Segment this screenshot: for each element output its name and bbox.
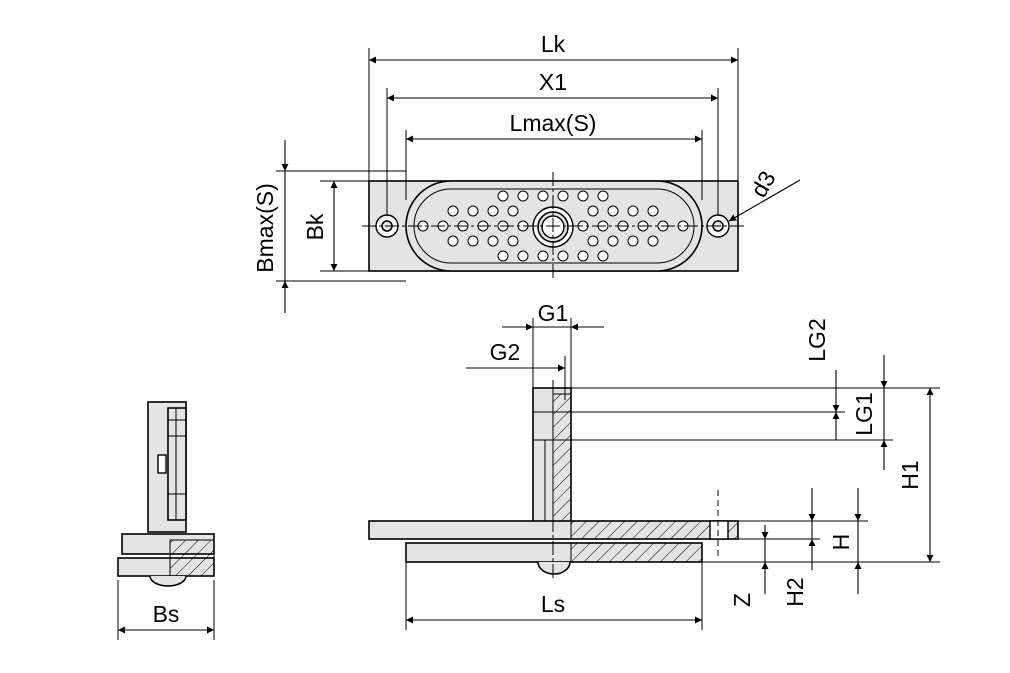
suction-hole — [647, 205, 659, 217]
label-h: H — [828, 534, 854, 551]
suction-hole — [507, 235, 519, 247]
suction-hole — [597, 250, 609, 262]
label-lmax: Lmax(S) — [510, 110, 597, 136]
front-plate-hatch — [570, 520, 739, 540]
dim-d3-leader — [728, 179, 801, 222]
label-bmax: Bmax(S) — [252, 183, 278, 272]
label-g1: G1 — [538, 300, 569, 326]
label-g2: G2 — [490, 339, 521, 365]
suction-hole — [467, 235, 479, 247]
top-view — [362, 172, 745, 280]
label-z: Z — [729, 593, 755, 607]
front-connector-hatch — [552, 393, 572, 533]
label-x1: X1 — [539, 69, 567, 95]
suction-hole — [557, 190, 569, 202]
suction-hole — [607, 205, 619, 217]
suction-hole — [537, 190, 549, 202]
suction-hole — [517, 190, 529, 202]
suction-hole — [447, 205, 459, 217]
suction-hole — [627, 235, 639, 247]
label-bk: Bk — [302, 213, 328, 240]
suction-hole — [497, 250, 509, 262]
suction-hole — [517, 250, 529, 262]
suction-hole — [467, 205, 479, 217]
label-h1: H1 — [897, 460, 923, 489]
label-ls: Ls — [541, 591, 565, 617]
suction-hole — [587, 235, 599, 247]
suction-hole — [627, 205, 639, 217]
suction-hole — [487, 205, 499, 217]
suction-hole — [487, 235, 499, 247]
suction-hole — [577, 190, 589, 202]
front-section-view: G1 G2 LG2 LG1 H1 H H2 Z Ls — [368, 300, 940, 630]
suction-hole — [537, 250, 549, 262]
label-h2: H2 — [782, 577, 808, 606]
side-slot — [157, 454, 167, 474]
label-lg1: LG1 — [851, 392, 877, 435]
label-lk: Lk — [541, 31, 566, 57]
suction-hole — [607, 235, 619, 247]
suction-hole — [507, 205, 519, 217]
label-lg2: LG2 — [804, 318, 830, 361]
suction-hole — [597, 190, 609, 202]
side-view: Bs — [117, 401, 215, 640]
side-section-hatch — [169, 539, 215, 577]
suction-hole-grid — [417, 190, 689, 262]
front-pad-hatch — [570, 542, 703, 563]
suction-hole — [587, 205, 599, 217]
front-plate-hole — [709, 520, 729, 540]
suction-hole — [447, 235, 459, 247]
suction-hole — [647, 235, 659, 247]
side-connector — [167, 407, 187, 521]
label-d3: d3 — [745, 166, 780, 201]
label-bs: Bs — [153, 601, 180, 627]
suction-hole — [577, 250, 589, 262]
side-valve-tip — [149, 575, 187, 587]
suction-hole — [497, 190, 509, 202]
suction-hole — [557, 250, 569, 262]
top-dimensions: Lk X1 Lmax(S) Bmax(S) Bk d3 — [252, 31, 801, 313]
front-valve-tip — [537, 561, 571, 575]
